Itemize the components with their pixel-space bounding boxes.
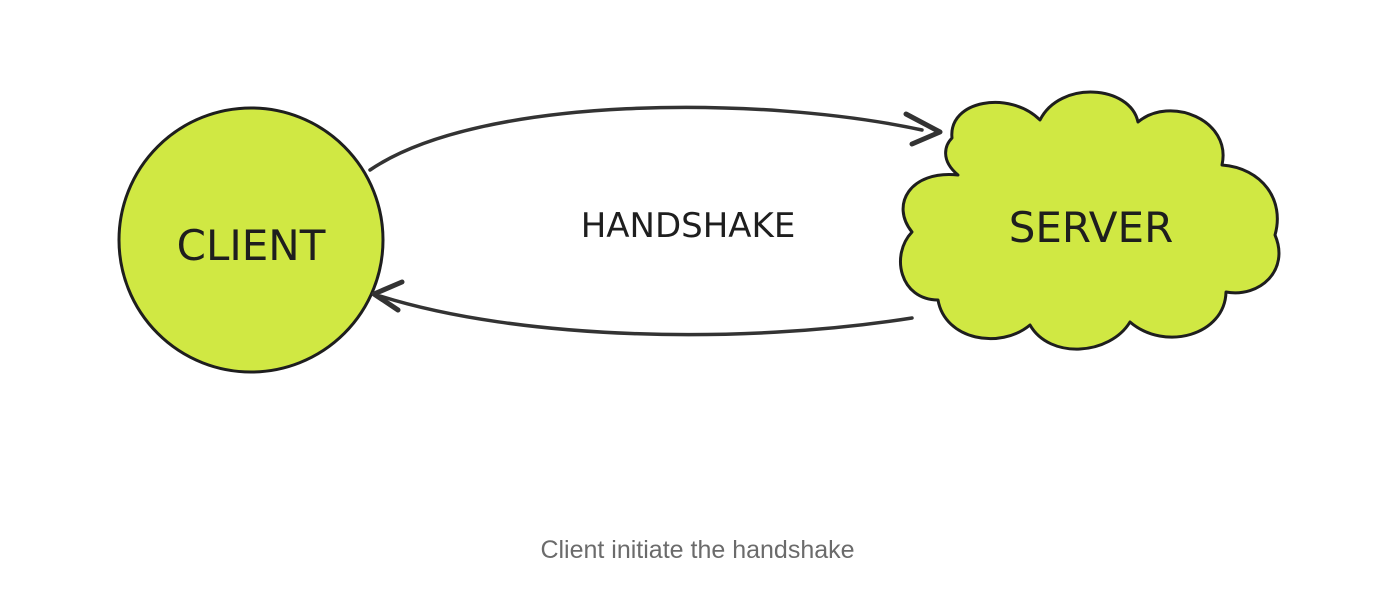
server-label: SERVER	[1009, 203, 1174, 252]
arrowhead-forward-icon	[903, 111, 943, 147]
figure-caption: Client initiate the handshake	[540, 536, 855, 564]
server-node: SERVER	[899, 90, 1281, 351]
handshake-diagram: CLIENT SERVER HANDSHAKE	[117, 90, 1281, 374]
edge-client-to-server	[368, 105, 943, 172]
client-node: CLIENT	[117, 106, 385, 374]
server-cloud	[899, 90, 1281, 351]
edge-label-handshake: HANDSHAKE	[581, 206, 796, 246]
client-label: CLIENT	[177, 221, 326, 270]
edge-forward-line	[368, 105, 924, 172]
arrowhead-return-icon	[371, 279, 405, 313]
edge-return-line	[378, 294, 914, 337]
client-circle	[117, 106, 385, 374]
edge-server-to-client	[371, 279, 914, 337]
